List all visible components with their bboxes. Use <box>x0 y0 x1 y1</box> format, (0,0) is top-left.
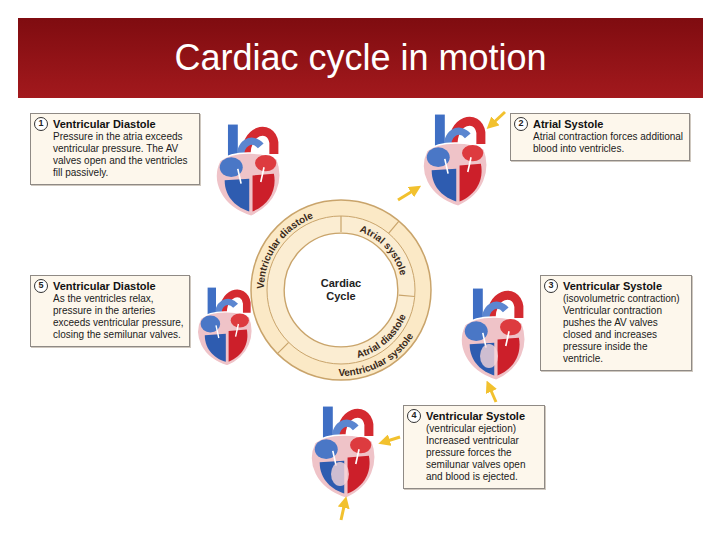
heart-illustration <box>461 289 525 381</box>
callout-number: 3 <box>544 279 558 293</box>
step-box: 2 Atrial SystoleAtrial contraction forces… <box>510 113 690 161</box>
pressure-arrow <box>489 386 496 402</box>
heart-illustration <box>311 407 375 499</box>
callout-number: 5 <box>34 279 48 293</box>
callout-number: 2 <box>514 117 528 131</box>
step-heading: Ventricular Diastole <box>53 118 195 131</box>
contracted-chamber <box>331 462 349 486</box>
pressure-arrow <box>341 502 345 520</box>
band-divider <box>277 342 288 353</box>
step-heading: Ventricular Systole <box>426 410 540 423</box>
step-box: 4 Ventricular Systole(ventricular ejectio… <box>403 405 545 489</box>
step-heading: Ventricular Systole <box>563 280 687 293</box>
outer-band <box>251 200 431 380</box>
step-heading: Atrial Systole <box>533 118 685 131</box>
band-divider <box>399 295 415 296</box>
cycle-name: Cardiac Cycle <box>311 277 371 303</box>
step-box: 5 Ventricular DiastoleAs the ventricles r… <box>30 275 190 347</box>
step-subheading: (ventricular ejection) <box>426 423 540 435</box>
step-description: Atrial contraction forces additional blo… <box>533 131 685 155</box>
cycle-circle: Cardiac Cycle <box>283 232 399 348</box>
heart-illustration <box>197 288 252 366</box>
step-description: Pressure in the atria exceeds ventricula… <box>53 131 195 179</box>
inner-band <box>267 216 415 364</box>
callout-number: 4 <box>407 409 421 423</box>
title-holder: Cardiac cycle in motion <box>18 18 703 98</box>
pressure-arrow <box>491 112 505 125</box>
band-divider <box>389 221 399 233</box>
step-subheading: (isovolumetric contraction) <box>563 293 687 305</box>
step-description: As the ventricles relax, pressure in the… <box>53 293 185 341</box>
band-divider <box>340 216 341 232</box>
contracted-chamber <box>480 344 498 368</box>
heart-illustration <box>216 125 280 217</box>
step-description: Ventricular contraction pushes the AV va… <box>563 305 687 365</box>
step-box: 3 Ventricular Systole(isovolumetric contr… <box>540 275 692 371</box>
pressure-arrow <box>398 189 416 200</box>
step-box: 1 Ventricular DiastolePressure in the atr… <box>30 113 200 185</box>
step-heading: Ventricular Diastole <box>53 280 185 293</box>
slide-title: Cardiac cycle in motion <box>174 37 546 79</box>
heart-illustration <box>423 115 487 207</box>
pressure-arrow <box>384 437 400 442</box>
step-description: Increased ventricular pressure forces th… <box>426 435 540 483</box>
callout-number: 1 <box>34 117 48 131</box>
circle-shape <box>284 233 398 347</box>
